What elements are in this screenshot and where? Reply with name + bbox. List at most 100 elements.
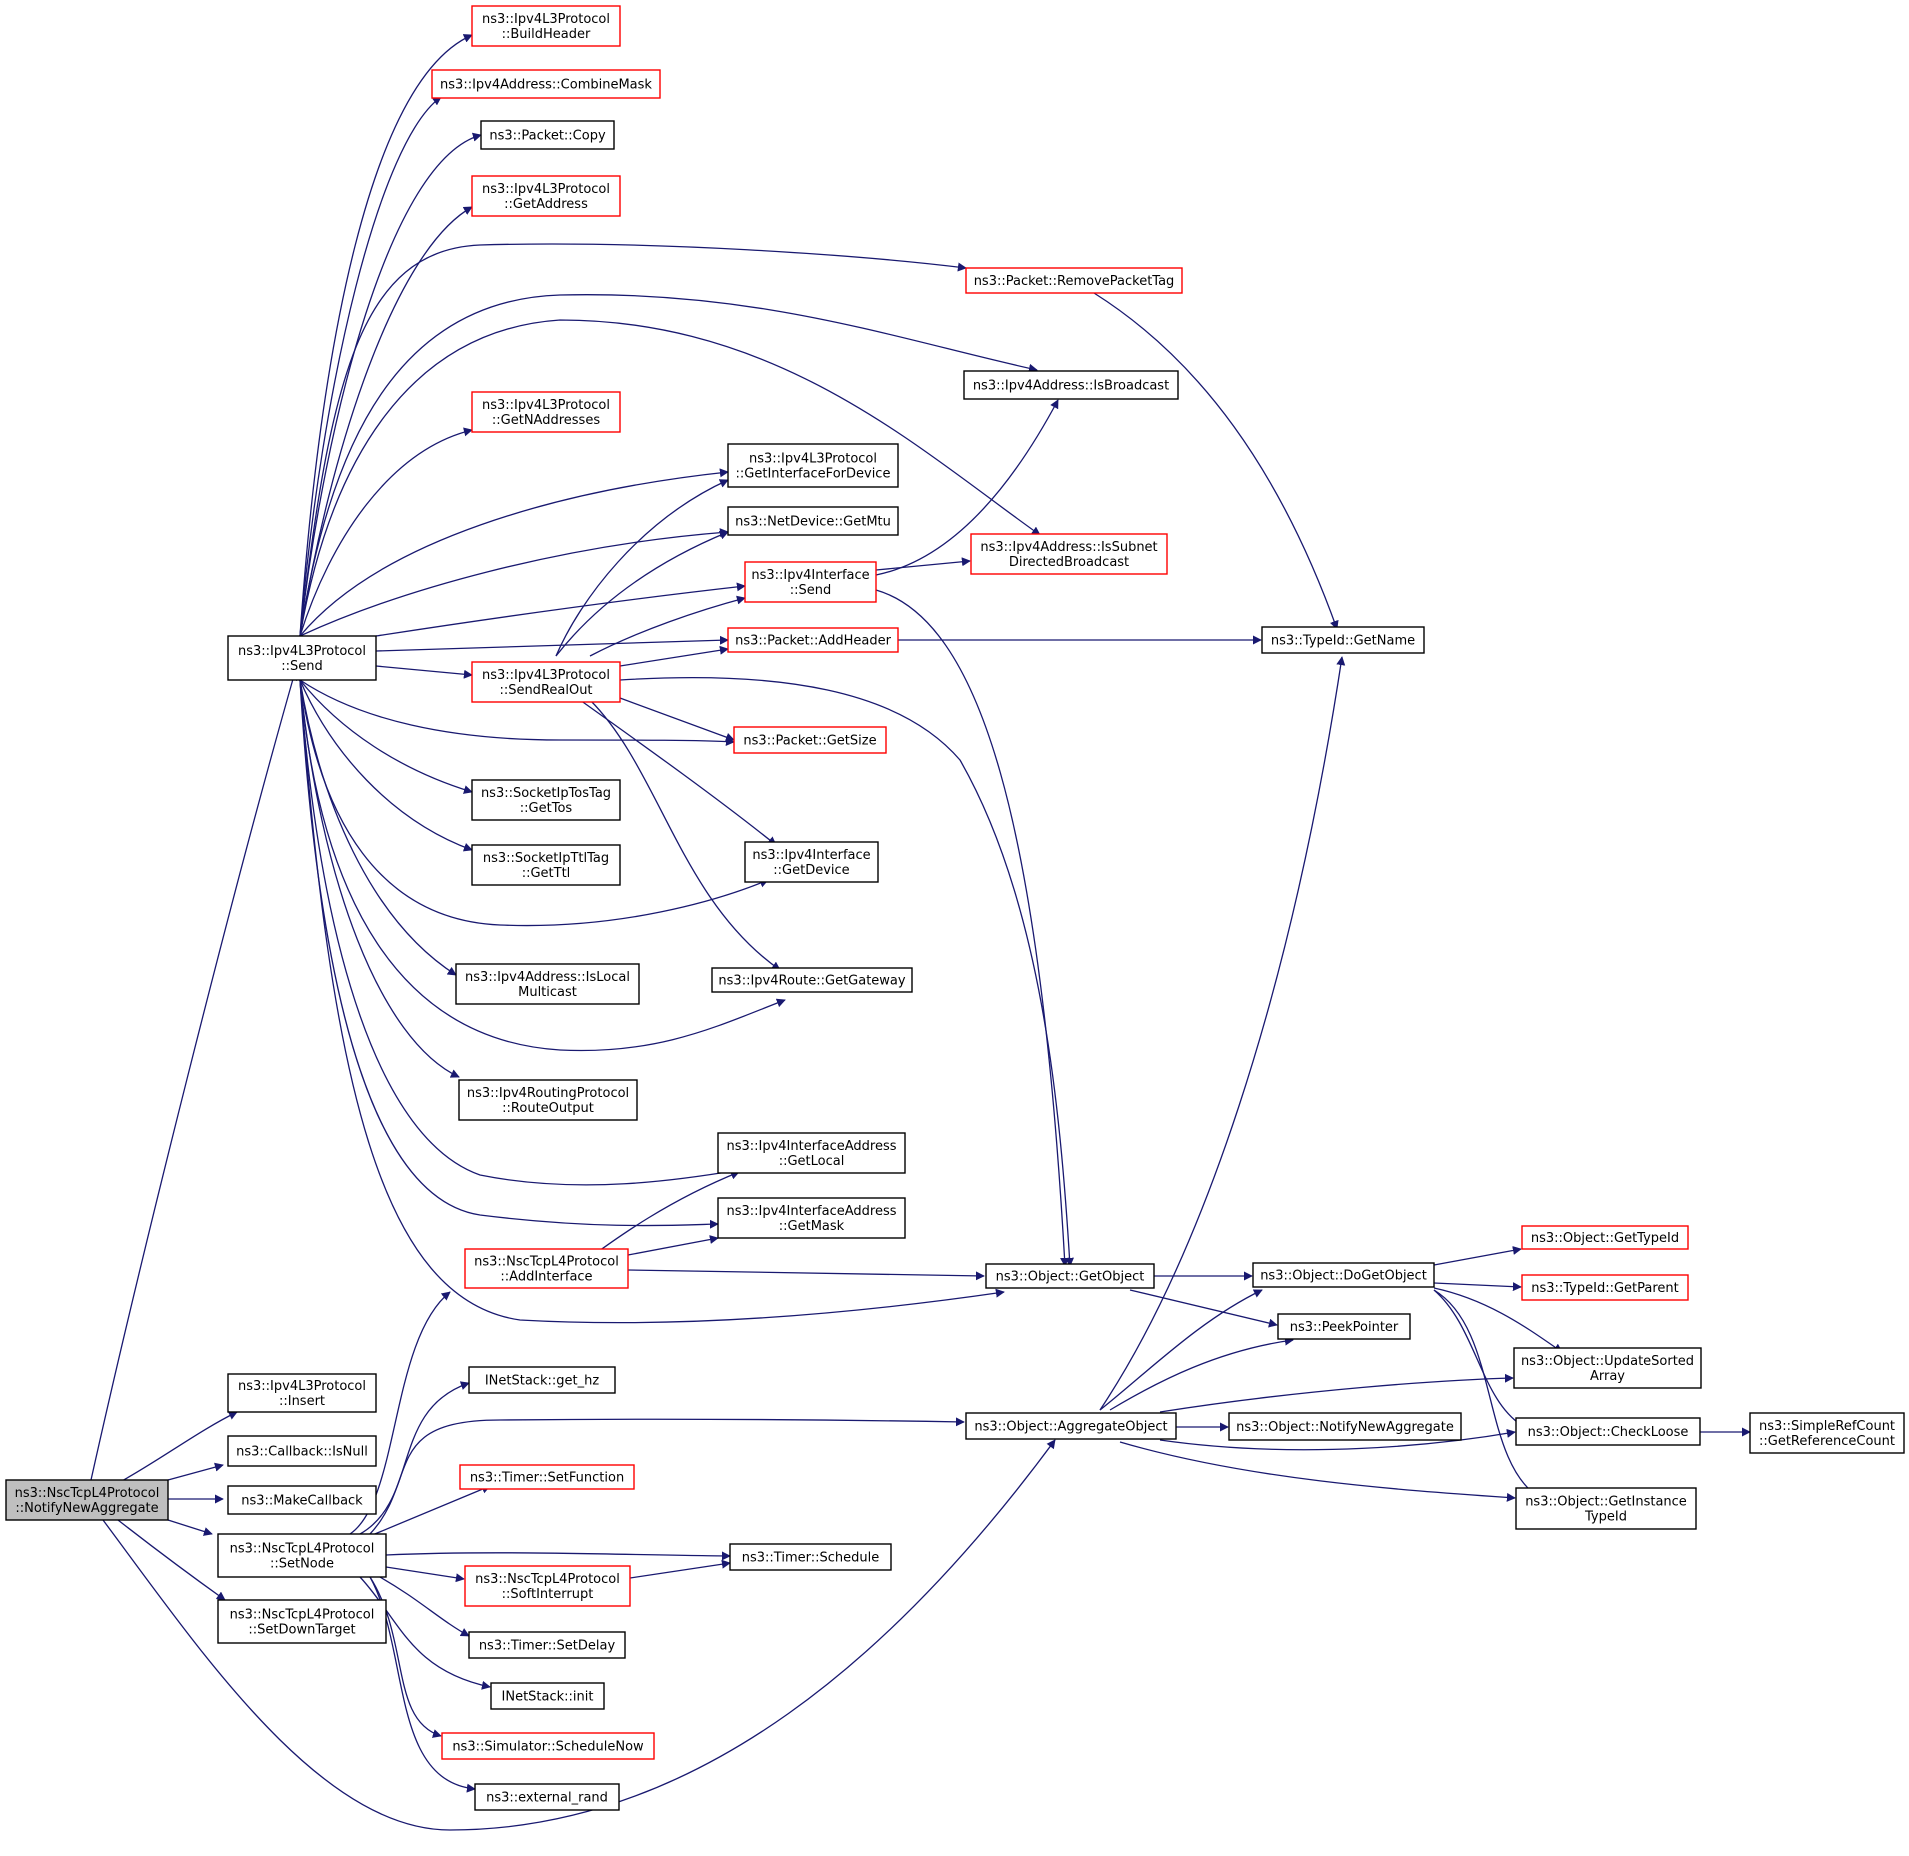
edge-setnode-to-addinterface	[349, 1291, 451, 1535]
node-label: ns3::Ipv4Address::IsSubnet	[980, 540, 1157, 555]
edge-dogetobject-to-updatesorted	[1433, 1287, 1563, 1353]
node-label: ::GetReferenceCount	[1759, 1434, 1895, 1449]
node-combine-mask[interactable]: ns3::Ipv4Address::CombineMask	[431, 69, 661, 99]
node-get-object[interactable]: ns3::Object::GetObject	[985, 1263, 1155, 1289]
node-box	[729, 1543, 892, 1571]
node-label: ::GetAddress	[504, 197, 588, 212]
node-label: ns3::Object::AggregateObject	[974, 1420, 1167, 1435]
node-label: ns3::NscTcpL4Protocol	[475, 1572, 620, 1587]
node-box	[985, 1263, 1155, 1289]
node-label: ::SetDownTarget	[248, 1623, 355, 1638]
node-label: ns3::Packet::AddHeader	[735, 634, 891, 649]
node-build-header[interactable]: ns3::Ipv4L3Protocol::BuildHeader	[471, 5, 621, 47]
node-set-delay[interactable]: ns3::Timer::SetDelay	[468, 1631, 626, 1659]
edge-send-to-getlocal	[299, 679, 740, 1186]
node-label: ns3::PeekPointer	[1290, 1320, 1399, 1335]
node-get-local[interactable]: ns3::Ipv4InterfaceAddress::GetLocal	[717, 1132, 906, 1174]
node-is-broadcast[interactable]: ns3::Ipv4Address::IsBroadcast	[963, 370, 1179, 400]
node-schedule-now[interactable]: ns3::Simulator::ScheduleNow	[441, 1732, 655, 1760]
node-get-reference-count[interactable]: ns3::SimpleRefCount::GetReferenceCount	[1749, 1412, 1905, 1454]
node-label: ns3::Ipv4L3Protocol	[482, 398, 610, 413]
node-add-header[interactable]: ns3::Packet::AddHeader	[727, 627, 899, 653]
node-box	[490, 1682, 605, 1710]
edge-send-to-combinemask	[299, 96, 442, 637]
node-label: Array	[1590, 1369, 1625, 1384]
node-type-id-get-parent[interactable]: ns3::TypeId::GetParent	[1521, 1274, 1689, 1301]
node-notify-new-aggregate[interactable]: ns3::NscTcpL4Protocol::NotifyNewAggregat…	[5, 1479, 169, 1521]
node-timer-schedule[interactable]: ns3::Timer::Schedule	[729, 1543, 892, 1571]
node-check-loose[interactable]: ns3::Object::CheckLoose	[1515, 1417, 1701, 1446]
node-box	[480, 120, 615, 150]
node-remove-packet-tag[interactable]: ns3::Packet::RemovePacketTag	[965, 267, 1183, 294]
node-peek-pointer[interactable]: ns3::PeekPointer	[1277, 1313, 1411, 1340]
node-do-get-object[interactable]: ns3::Object::DoGetObject	[1252, 1262, 1435, 1288]
node-box	[431, 69, 661, 99]
node-make-callback[interactable]: ns3::MakeCallback	[227, 1485, 377, 1515]
node-box	[471, 661, 621, 703]
edge-ifacesend-to-issubnet	[875, 557, 971, 571]
edge-setnode-to-gethz	[359, 1381, 470, 1535]
node-ipv4-send[interactable]: ns3::Ipv4L3Protocol::Send	[227, 635, 377, 681]
node-type-id-get-name[interactable]: ns3::TypeId::GetName	[1261, 626, 1425, 654]
edge-send-to-isbroadcast	[299, 294, 1038, 637]
edge-aggregate-to-getinstancetypeid	[1119, 1441, 1516, 1502]
node-aggregate-object[interactable]: ns3::Object::AggregateObject	[965, 1412, 1177, 1440]
node-add-interface[interactable]: ns3::NscTcpL4Protocol::AddInterface	[464, 1248, 629, 1289]
node-label: ns3::NetDevice::GetMtu	[735, 515, 891, 530]
edge-notify-to-setdowntarget	[117, 1519, 226, 1601]
node-send-real-out[interactable]: ns3::Ipv4L3Protocol::SendRealOut	[471, 661, 621, 703]
node-obj-notify-new-aggregate[interactable]: ns3::Object::NotifyNewAggregate	[1228, 1412, 1462, 1441]
node-iface-send[interactable]: ns3::Ipv4Interface::Send	[744, 561, 877, 603]
node-get-mask[interactable]: ns3::Ipv4InterfaceAddress::GetMask	[717, 1197, 906, 1239]
node-box	[217, 1599, 387, 1644]
node-box	[464, 1248, 629, 1289]
node-label: ::GetLocal	[779, 1154, 845, 1169]
node-iface-get-device[interactable]: ns3::Ipv4Interface::GetDevice	[744, 841, 879, 883]
edge-notify-to-isnull	[167, 1462, 224, 1481]
node-label: DirectedBroadcast	[1009, 555, 1129, 570]
node-get-interface-for-device[interactable]: ns3::Ipv4L3Protocol::GetInterfaceForDevi…	[727, 443, 899, 488]
node-label: ::GetInterfaceForDevice	[736, 467, 891, 482]
node-box	[227, 1373, 377, 1413]
node-get-size[interactable]: ns3::Packet::GetSize	[733, 726, 887, 754]
node-set-node[interactable]: ns3::NscTcpL4Protocol::SetNode	[217, 1533, 387, 1578]
edge-addinterface-to-getmask	[627, 1235, 719, 1256]
node-label: ns3::Ipv4L3Protocol	[482, 12, 610, 27]
node-get-ttl[interactable]: ns3::SocketIpTtlTag::GetTtl	[471, 844, 621, 886]
edge-send-to-routeoutput	[299, 679, 460, 1078]
node-box	[1521, 1274, 1689, 1301]
node-route-output[interactable]: ns3::Ipv4RoutingProtocol::RouteOutput	[458, 1079, 638, 1121]
node-label: ns3::Ipv4Interface	[751, 568, 869, 583]
node-external-rand[interactable]: ns3::external_rand	[474, 1783, 620, 1811]
node-callback-is-null[interactable]: ns3::Callback::IsNull	[227, 1435, 377, 1467]
node-get-hz[interactable]: INetStack::get_hz	[468, 1366, 616, 1394]
node-is-subnet-directed[interactable]: ns3::Ipv4Address::IsSubnetDirectedBroadc…	[970, 533, 1168, 575]
node-obj-get-type-id[interactable]: ns3::Object::GetTypeId	[1521, 1225, 1689, 1250]
node-label: ns3::Object::NotifyNewAggregate	[1236, 1420, 1454, 1435]
edge-setnode-to-timerschedule	[385, 1551, 731, 1561]
edge-getobject-to-peekpointer	[1129, 1289, 1278, 1328]
node-set-function[interactable]: ns3::Timer::SetFunction	[459, 1464, 635, 1490]
node-get-tos[interactable]: ns3::SocketIpTosTag::GetTos	[471, 779, 621, 821]
node-get-mtu[interactable]: ns3::NetDevice::GetMtu	[727, 506, 899, 536]
node-label: ::Insert	[279, 1394, 325, 1409]
node-label: TypeId	[1584, 1510, 1627, 1525]
node-box	[965, 1412, 1177, 1440]
edge-send-to-removepackettag	[299, 243, 967, 637]
node-get-address[interactable]: ns3::Ipv4L3Protocol::GetAddress	[471, 175, 621, 217]
node-packet-copy[interactable]: ns3::Packet::Copy	[480, 120, 615, 150]
node-inet-init[interactable]: INetStack::init	[490, 1682, 605, 1710]
node-label: ns3::Timer::SetDelay	[479, 1639, 616, 1654]
node-get-gateway[interactable]: ns3::Ipv4Route::GetGateway	[711, 967, 913, 993]
node-set-down-target[interactable]: ns3::NscTcpL4Protocol::SetDownTarget	[217, 1599, 387, 1644]
node-box	[711, 967, 913, 993]
node-soft-interrupt[interactable]: ns3::NscTcpL4Protocol::SoftInterrupt	[464, 1565, 631, 1607]
edge-send-to-addheader	[375, 635, 729, 652]
node-get-naddresses[interactable]: ns3::Ipv4L3Protocol::GetNAddresses	[471, 391, 621, 433]
node-ipv4-insert[interactable]: ns3::Ipv4L3Protocol::Insert	[227, 1373, 377, 1413]
node-label: ns3::Packet::Copy	[489, 129, 606, 144]
